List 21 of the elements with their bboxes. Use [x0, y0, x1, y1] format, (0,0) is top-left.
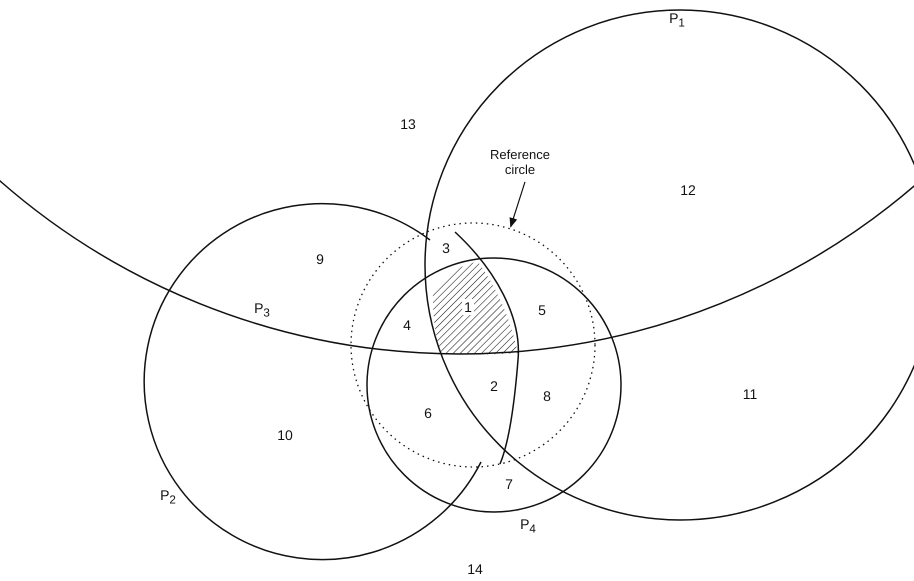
leader-line [510, 182, 526, 228]
region-number: 2 [490, 379, 498, 393]
reference-circle [350, 222, 596, 468]
region-number: 6 [424, 406, 432, 420]
region-number: 9 [316, 252, 324, 266]
region-number: 1 [462, 299, 474, 315]
region-number: 13 [400, 117, 416, 131]
region-number: 3 [442, 241, 450, 255]
region-number: 14 [467, 562, 483, 576]
circle-label: P$_{4}$ [520, 516, 536, 536]
region-number: 7 [505, 477, 513, 491]
circle-label: P$_{2}$ [160, 488, 176, 506]
region-number: 4 [403, 318, 411, 332]
region-number: 10 [277, 428, 293, 442]
circle-label: P$_{1}$ [669, 10, 685, 30]
circle-label: P$_{3}$ [254, 300, 270, 320]
callout-text: Reference circle [478, 148, 562, 178]
region-number: 8 [543, 389, 551, 403]
region-number: 12 [680, 183, 696, 197]
region-number: 11 [742, 387, 758, 401]
region-number: 5 [538, 303, 546, 317]
